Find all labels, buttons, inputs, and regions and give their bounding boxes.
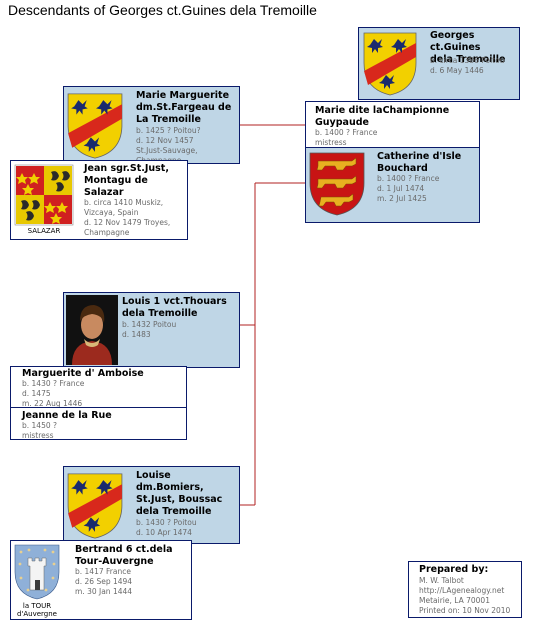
portrait-icon [66,295,118,365]
person-card-jean[interactable]: SALAZAR Jean sgr.St.Just, Montagu de Sal… [10,160,188,240]
tremoille-coat-of-arms-icon [67,473,123,539]
person-card-georges[interactable]: Georges ct.Guines dela Tremoille b. circ… [358,27,520,100]
person-details: b. 1400 ? France d. 1 Jul 1474 m. 2 Jul … [377,174,440,203]
person-card-marguerite[interactable]: Marguerite d' Amboise b. 1430 ? France d… [10,366,187,408]
person-details: b. circa 1410 Muskiz, Vizcaya, Spain d. … [84,198,171,237]
tremoille-coat-of-arms-icon [67,93,123,159]
coat-of-arms-caption: SALAZAR [27,227,61,235]
tremoille-coat-of-arms-icon [363,32,417,96]
person-details: b. 1400 ? France mistress [315,128,378,147]
person-card-bertrand[interactable]: la TOUR d'Auvergne Bertrand 6 ct.dela To… [10,540,192,620]
salazar-coat-of-arms-icon [14,164,74,226]
person-name: Jean sgr.St.Just, Montagu de Salazar [84,163,169,198]
lions-coat-of-arms-icon [309,152,365,216]
person-name: Bertrand 6 ct.dela Tour-Auvergne [75,544,173,567]
prepared-by-heading: Prepared by: [419,564,489,575]
person-details: b. 1430 ? Poitou d. 10 Apr 1474 [136,518,197,537]
person-name: Georges ct.Guines dela Tremoille [430,30,506,65]
person-card-marie-marguerite[interactable]: Marie Marguerite dm.St.Fargeau de La Tre… [63,86,240,164]
person-details: b. 1425 ? Poitou? d. 12 Nov 1457 St.Just… [136,126,201,163]
coat-of-arms-caption: la TOUR d'Auvergne [17,602,57,618]
prepared-by-box: Prepared by: M. W. Talbot http://LAgenea… [408,561,522,618]
page-title: Descendants of Georges ct.Guines dela Tr… [8,2,317,18]
person-name: Jeanne de la Rue [22,410,112,421]
person-name: Marguerite d' Amboise [22,368,144,379]
person-details: b. 1417 France d. 26 Sep 1494 m. 30 Jan … [75,567,133,596]
person-details: b. 1430 ? France d. 1475 m. 22 Aug 1446 [22,379,85,408]
person-name: Catherine d'Isle Bouchard [377,151,462,174]
person-card-louise[interactable]: Louise dm.Bomiers, St.Just, Boussac dela… [63,466,240,544]
person-card-jeanne[interactable]: Jeanne de la Rue b. 1450 ? mistress [10,407,187,440]
prepared-by-details: M. W. Talbot http://LAgenealogy.net Meta… [419,576,511,615]
person-details: b. 1450 ? mistress [22,421,57,440]
person-name: Marie Marguerite dm.St.Fargeau de La Tre… [136,90,232,125]
person-name: Louis 1 vct.Thouars dela Tremoille [122,296,227,319]
tour-auvergne-coat-of-arms-icon [14,544,60,600]
person-card-catherine[interactable]: Catherine d'Isle Bouchard b. 1400 ? Fran… [305,147,480,223]
person-details: b. 1432 Poitou d. 1483 [122,320,177,339]
person-name: Louise dm.Bomiers, St.Just, Boussac dela… [136,470,223,517]
person-card-louis[interactable]: Louis 1 vct.Thouars dela Tremoille b. 14… [63,292,240,368]
person-name: Marie dite laChampionne Guypaude [315,105,450,128]
person-card-marie-dite[interactable]: Marie dite laChampionne Guypaude b. 1400… [305,101,480,148]
person-details: b. circa 1386 Poitou d. 6 May 1446 [430,56,505,75]
